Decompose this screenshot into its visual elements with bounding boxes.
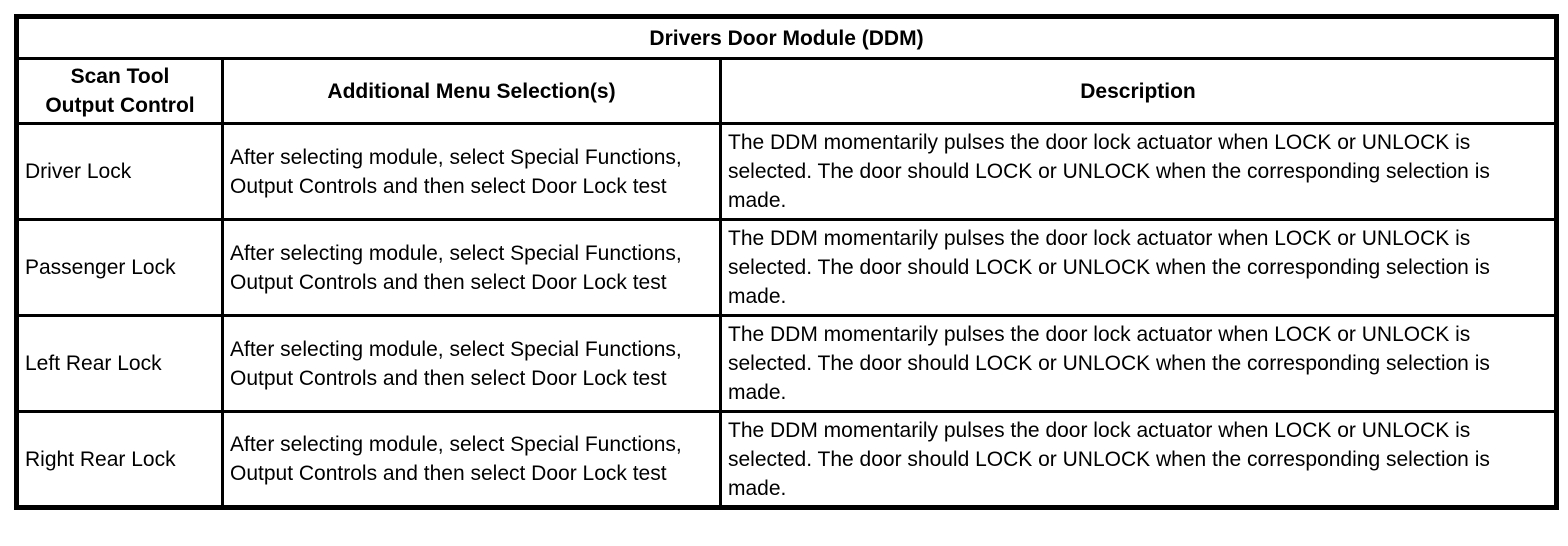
table-row-left-rear-lock: Left Rear Lock After selecting module, s… [15,314,1558,413]
description-cell: The DDM momentarily pulses the door lock… [719,410,1558,509]
output-control-cell: Left Rear Lock [15,314,224,413]
table-row-right-rear-lock: Right Rear Lock After selecting module, … [15,410,1558,509]
table-row-passenger-lock: Passenger Lock After selecting module, s… [15,218,1558,317]
description-cell: The DDM momentarily pulses the door lock… [719,122,1558,221]
col-header-scan-tool-output-control: Scan Tool Output Control [15,57,224,125]
menu-selection-cell: After selecting module, select Special F… [221,314,722,413]
description-cell: The DDM momentarily pulses the door lock… [719,218,1558,317]
output-control-cell: Right Rear Lock [15,410,224,509]
col-header-description: Description [719,57,1558,125]
description-cell: The DDM momentarily pulses the door lock… [719,314,1558,413]
ddm-output-control-table: Drivers Door Module (DDM) Scan Tool Outp… [14,14,1559,510]
output-control-cell: Passenger Lock [15,218,224,317]
table-title: Drivers Door Module (DDM) [15,15,1558,60]
menu-selection-cell: After selecting module, select Special F… [221,122,722,221]
output-control-cell: Driver Lock [15,122,224,221]
menu-selection-cell: After selecting module, select Special F… [221,218,722,317]
menu-selection-cell: After selecting module, select Special F… [221,410,722,509]
title-row: Drivers Door Module (DDM) [15,15,1558,60]
table-row-driver-lock: Driver Lock After selecting module, sele… [15,122,1558,221]
col-header-additional-menu-selections: Additional Menu Selection(s) [221,57,722,125]
header-row: Scan Tool Output Control Additional Menu… [15,57,1558,125]
